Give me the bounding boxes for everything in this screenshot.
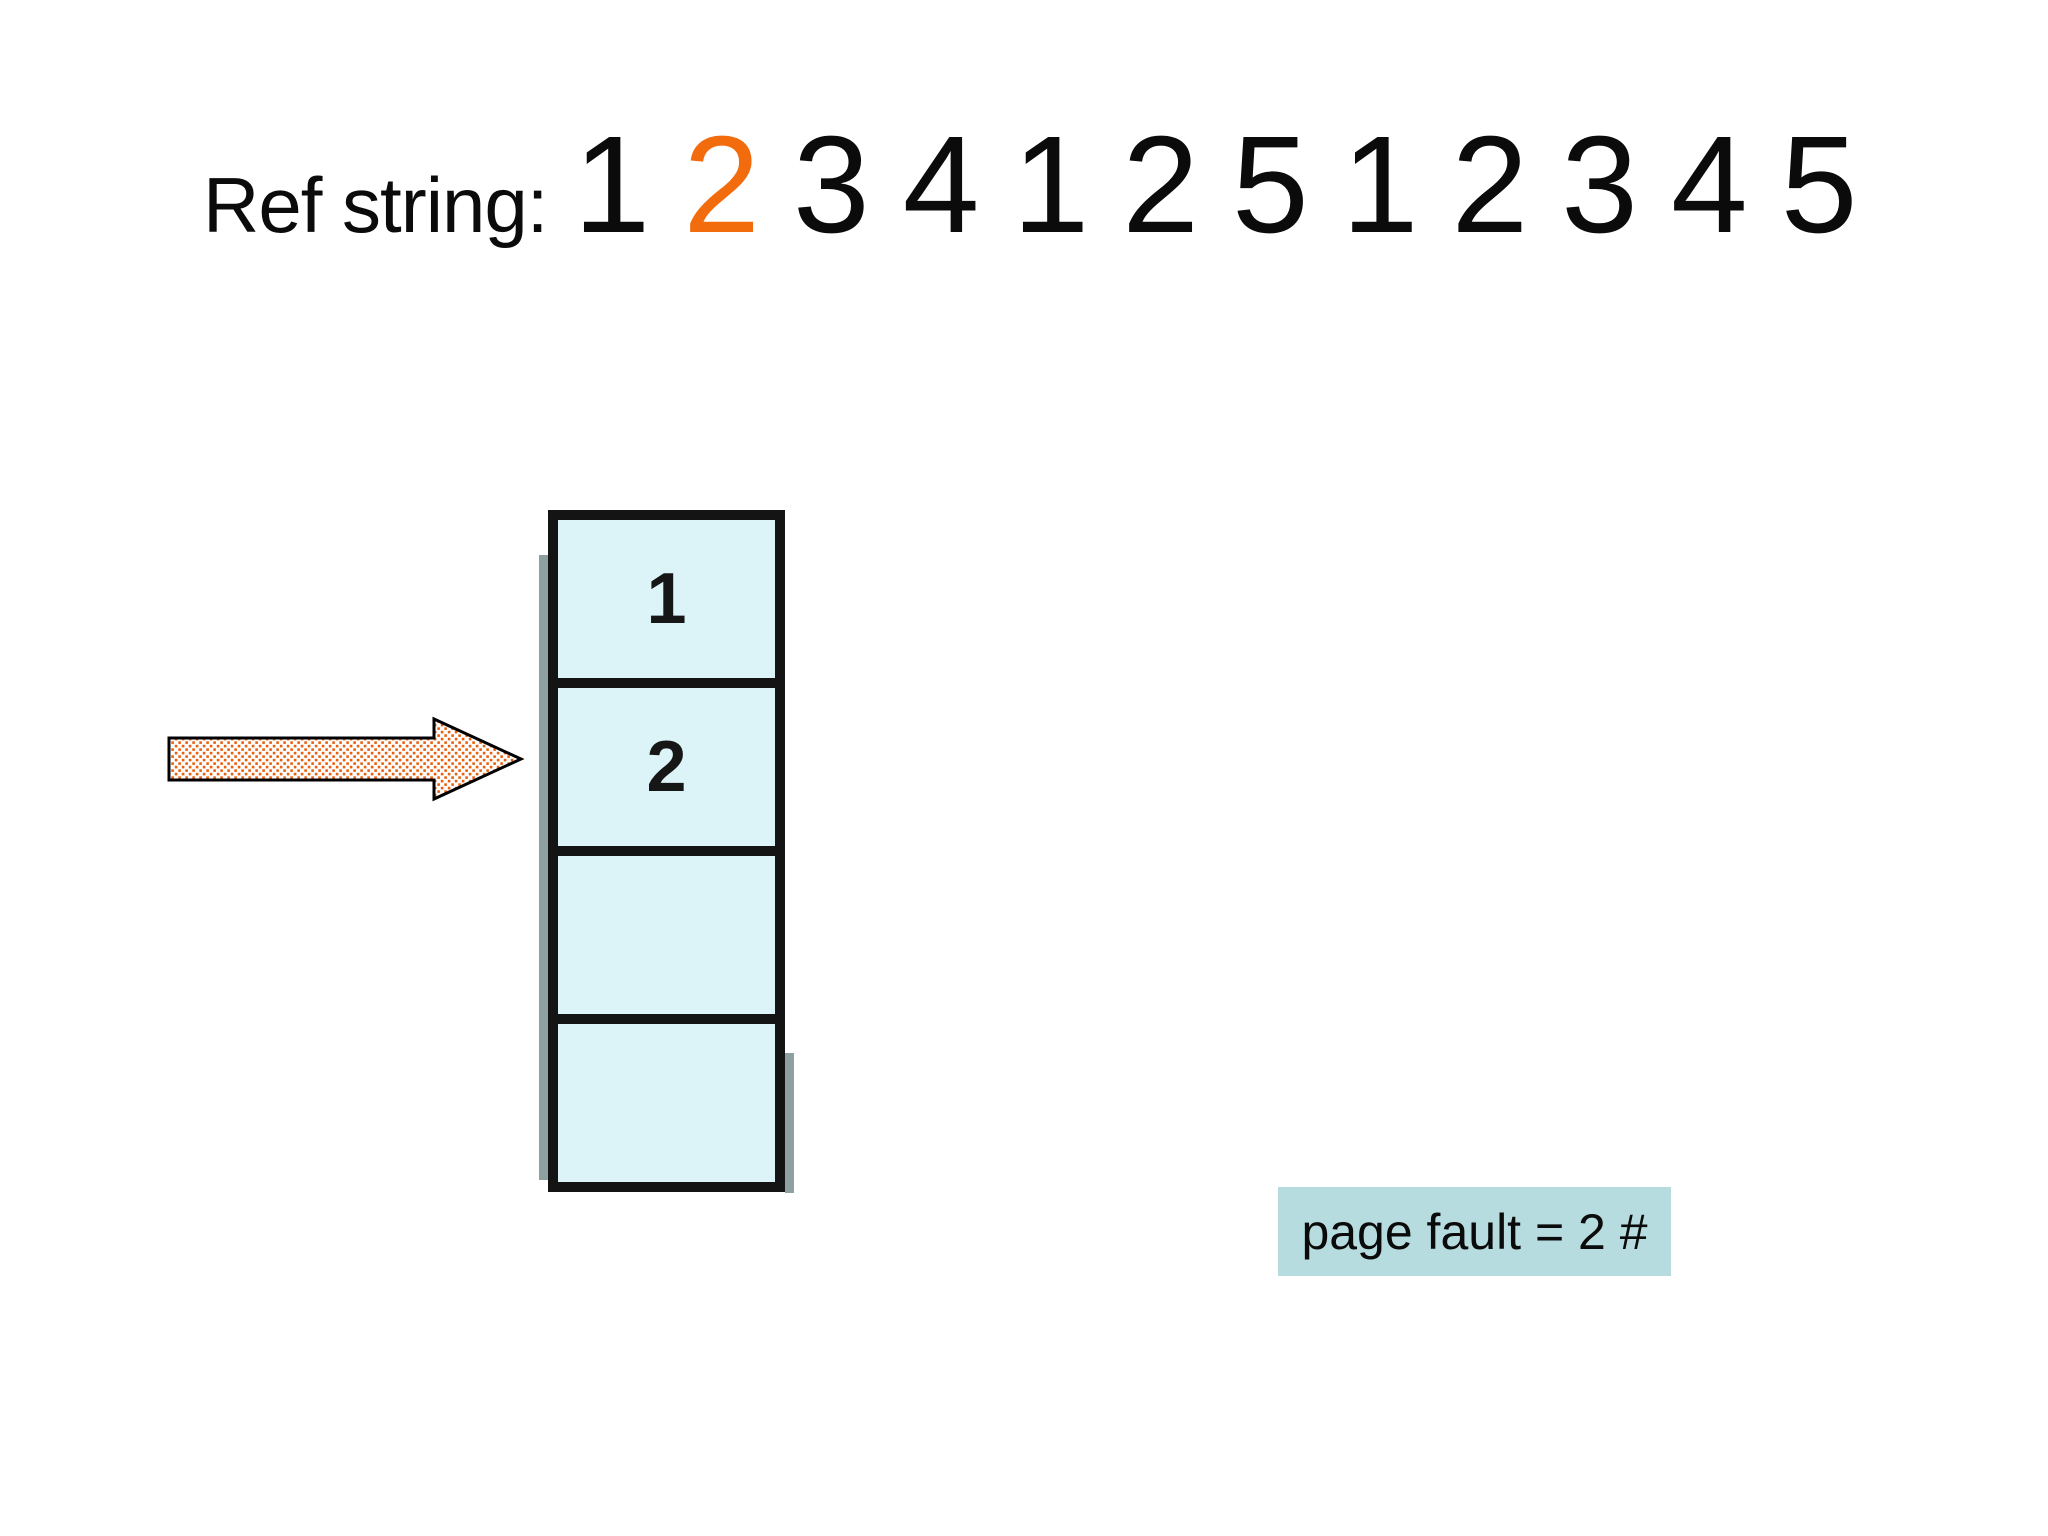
ref-digit: 2: [1122, 108, 1199, 262]
page-fault-text: page fault = 2 #: [1301, 1203, 1648, 1260]
ref-digit: 1: [1012, 108, 1090, 262]
ref-digit: 1: [573, 108, 651, 262]
page-fault-label: page fault = 2 #: [1278, 1187, 1671, 1276]
frame-cell-3: [558, 846, 775, 1014]
frame-stack-shadow-left: [539, 555, 549, 1180]
ref-digit-current: 2: [683, 108, 760, 262]
ref-digit: 2: [1451, 108, 1529, 262]
frame-cell-4: [558, 1014, 775, 1182]
frame-cell-1: 1: [646, 559, 687, 639]
ref-string-digits: 1 2 3 4 1 2 5 1 2 3 4 5: [573, 116, 1857, 254]
dotted-right-arrow-svg: [167, 716, 525, 802]
ref-digit: 4: [1670, 108, 1748, 262]
ref-digit: 3: [792, 108, 870, 262]
pointer-arrow-icon: [167, 716, 525, 802]
ref-digit: 1: [1341, 108, 1419, 262]
ref-digit: 5: [1231, 108, 1309, 262]
frame-stack-shadow-right: [785, 1053, 794, 1193]
ref-string-label: Ref string:: [203, 161, 548, 249]
ref-digit: 3: [1561, 108, 1638, 262]
ref-digit: 5: [1780, 108, 1858, 262]
frame-cell-2: 2: [558, 678, 775, 846]
frame-stack: 1 2: [548, 510, 785, 1192]
ref-string-row: Ref string: 1 2 3 4 1 2 5 1 2 3 4 5: [203, 116, 1857, 254]
ref-digit: 4: [902, 108, 980, 262]
